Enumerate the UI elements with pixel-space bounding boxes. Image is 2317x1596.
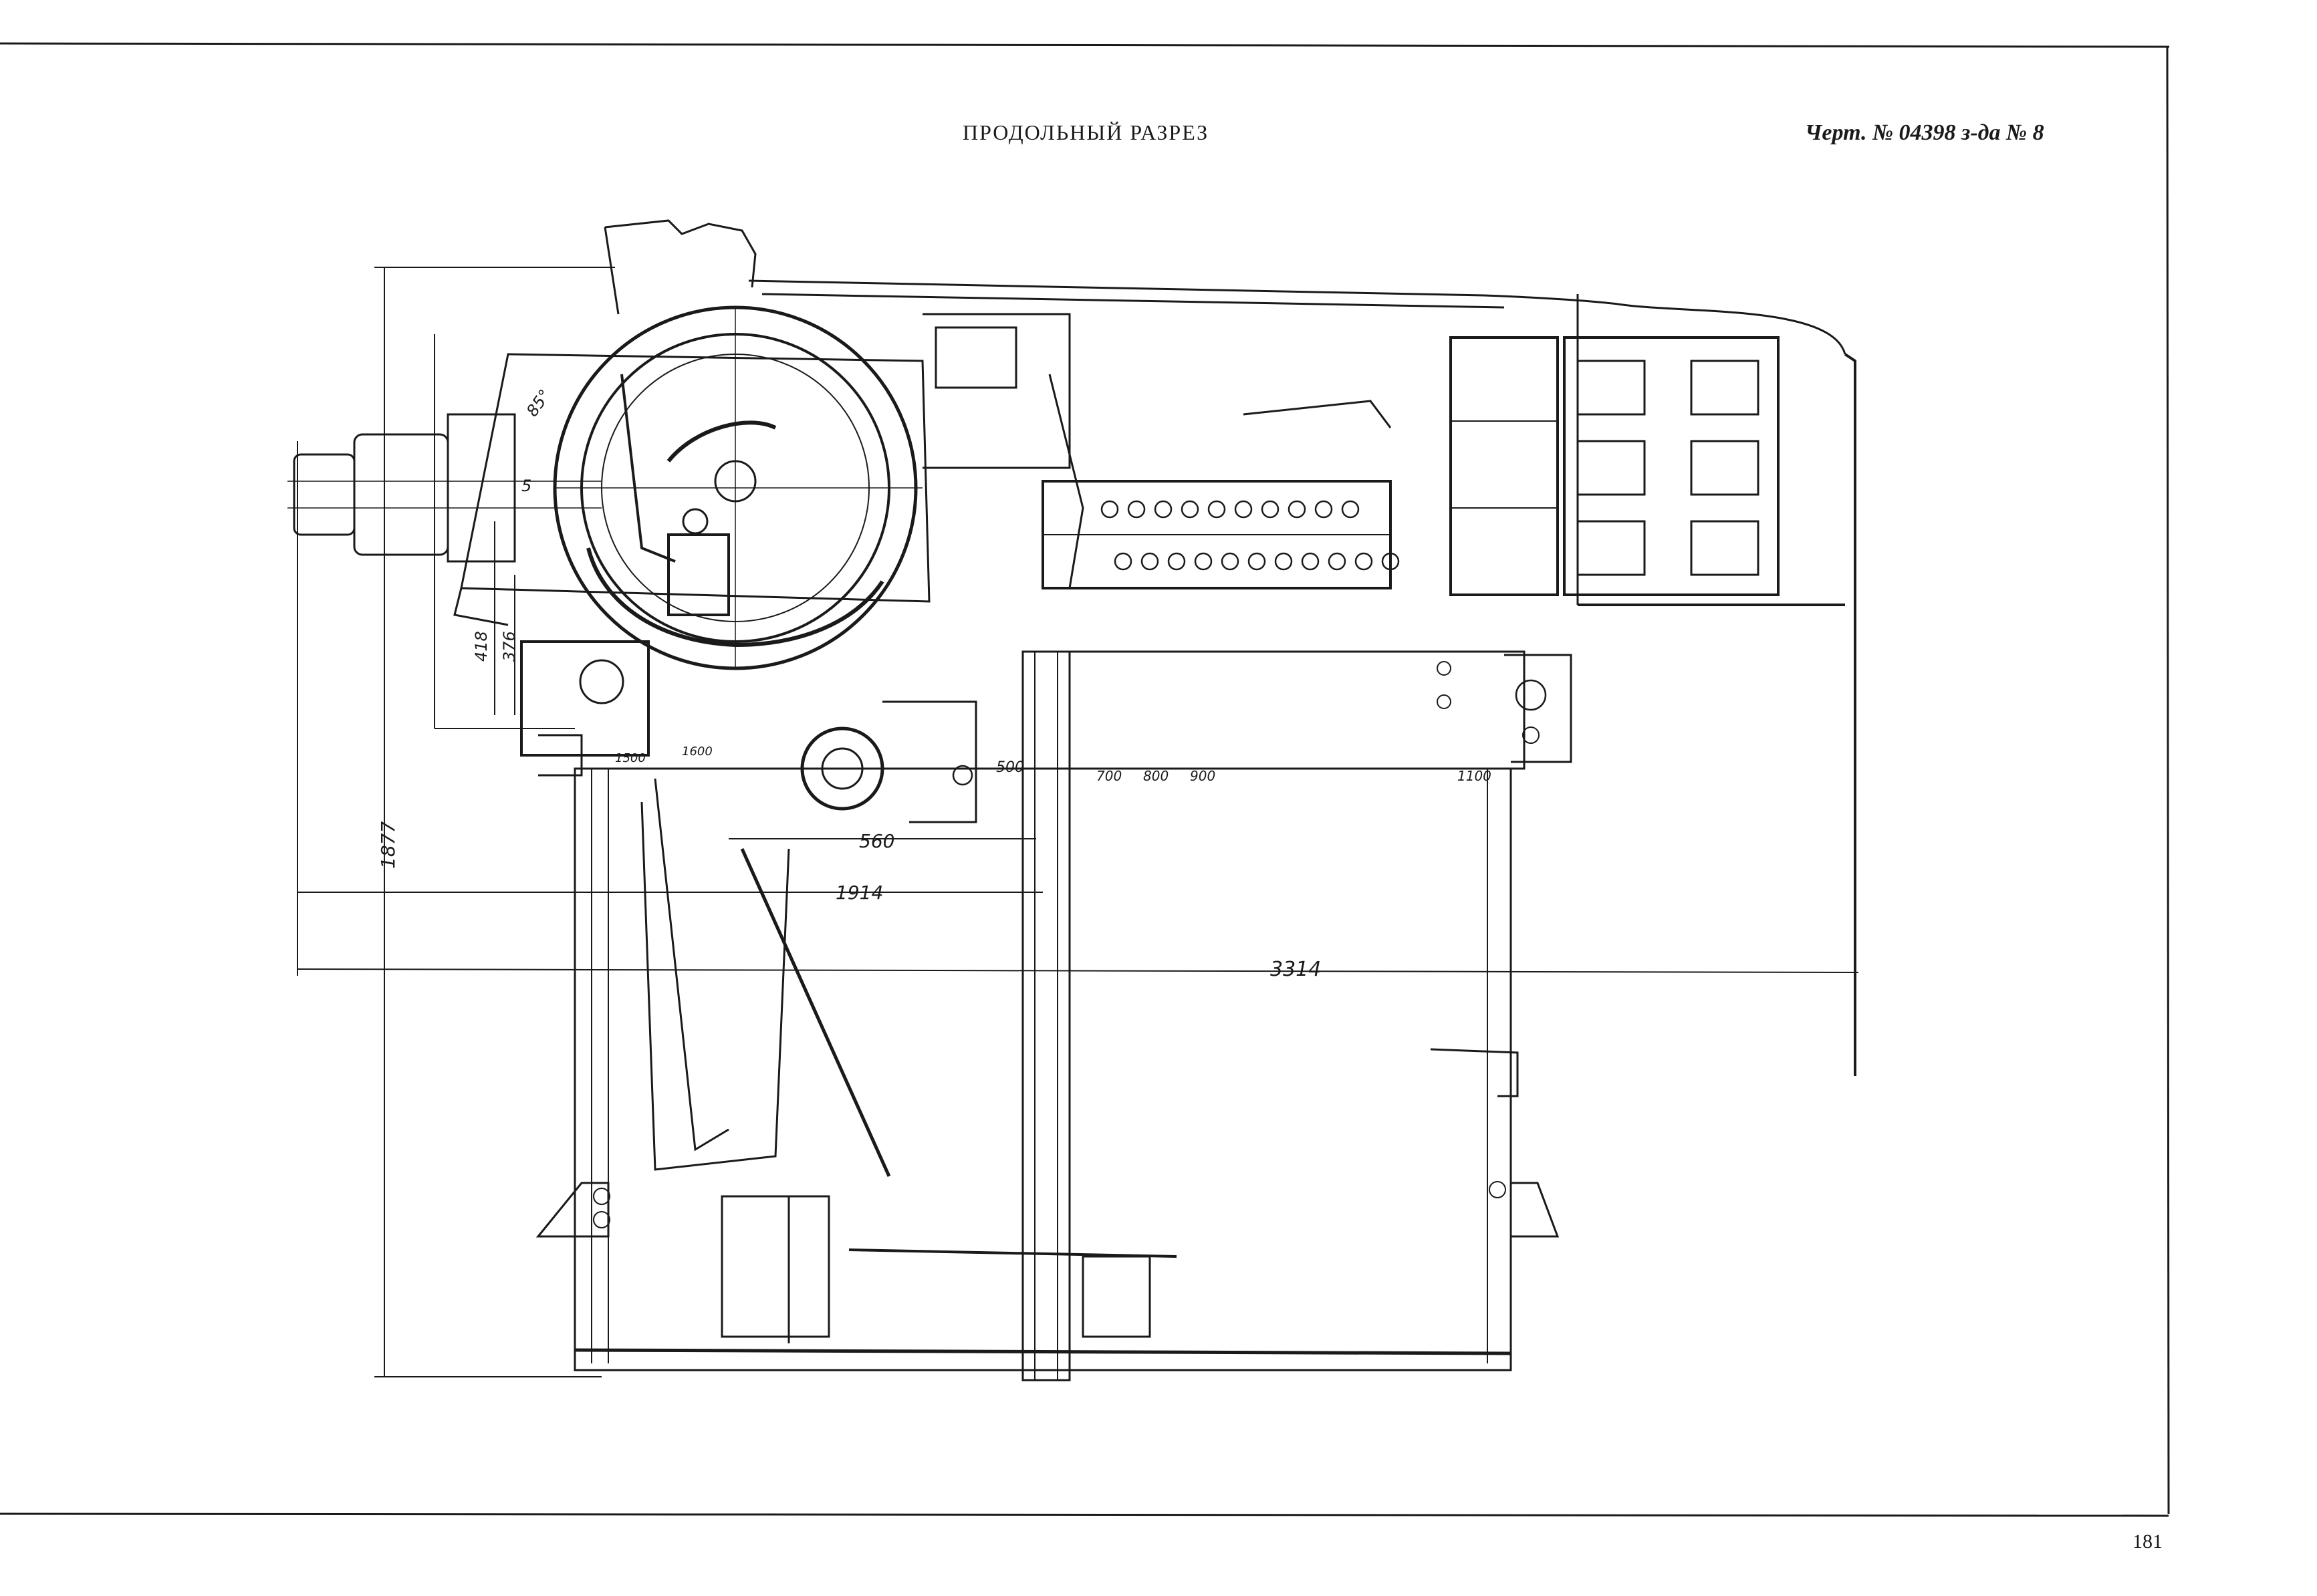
scale-800: 800 bbox=[1143, 768, 1169, 784]
dim-376: 376 bbox=[500, 631, 519, 662]
gunner-seat bbox=[640, 778, 1177, 1343]
elevation-arm bbox=[923, 313, 1392, 589]
sponson-fittings bbox=[1437, 654, 1572, 763]
sheet-title: ПРОДОЛЬНЫЙ РАЗРЕЗ bbox=[963, 120, 1209, 144]
base-support bbox=[520, 640, 650, 777]
scale-1100: 1100 bbox=[1457, 768, 1491, 784]
ammunition-rack bbox=[1449, 336, 1780, 596]
drawing-reference: Черт. № 04398 з-да № 8 bbox=[1805, 120, 2044, 145]
scale-900: 900 bbox=[1190, 768, 1215, 784]
scale-500: 500 bbox=[996, 759, 1024, 776]
dim-418: 418 bbox=[472, 631, 491, 662]
dimension-labels: 3314 1914 560 1877 418 376 5 85° 500 700… bbox=[377, 386, 1491, 981]
compartment-box bbox=[574, 650, 1526, 1381]
breech-block bbox=[453, 219, 931, 626]
dim-1877: 1877 bbox=[377, 821, 399, 869]
mark-1500: 1500 bbox=[615, 751, 646, 765]
dim-5: 5 bbox=[521, 477, 531, 495]
dim-1914: 1914 bbox=[836, 882, 883, 904]
turret-ring bbox=[553, 305, 923, 670]
sheet-frame bbox=[0, 42, 2170, 1517]
dim-overall-length: 3314 bbox=[1270, 958, 1321, 981]
scale-700: 700 bbox=[1096, 768, 1122, 784]
page-number: 181 bbox=[2132, 1531, 2163, 1553]
dim-angle-85: 85° bbox=[523, 386, 554, 420]
hull-roof-outline bbox=[748, 279, 1856, 1076]
recoil-cylinder bbox=[287, 413, 602, 563]
dim-560: 560 bbox=[859, 830, 894, 852]
arm-holes bbox=[1100, 500, 1400, 571]
dimension-lines bbox=[297, 267, 1859, 1377]
traverse-handwheel bbox=[800, 700, 977, 823]
mark-1600: 1600 bbox=[682, 745, 713, 759]
floor-brackets bbox=[535, 1048, 1560, 1238]
